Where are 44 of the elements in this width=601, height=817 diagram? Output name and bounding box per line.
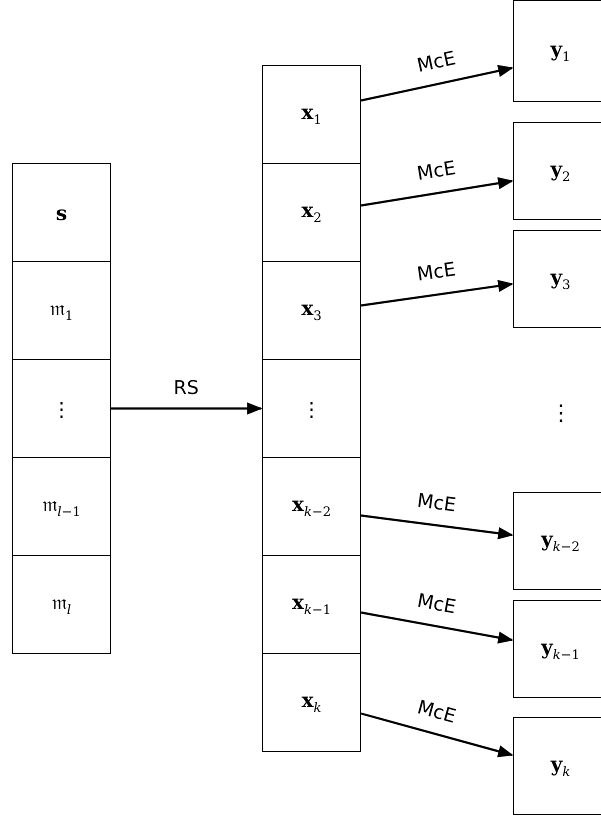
cell-box xyxy=(12,555,111,654)
math-symbol: x$_{𝑘−2}$ xyxy=(292,494,331,519)
math-symbol: x$_{2}$ xyxy=(301,200,322,225)
math-symbol: x$_{1}$ xyxy=(301,102,322,127)
cell-box xyxy=(262,65,361,164)
math-symbol: 𝔪$_{1}$ xyxy=(50,298,74,323)
cell-box xyxy=(262,457,361,556)
cell-box xyxy=(262,555,361,654)
cell-box xyxy=(12,359,111,458)
cell-box xyxy=(513,717,601,815)
arrow xyxy=(360,712,514,758)
math-symbol: y$_{𝑘−2}$ xyxy=(541,528,580,554)
arrow xyxy=(360,64,514,102)
cell-box xyxy=(12,261,111,360)
cell-box xyxy=(513,122,601,220)
math-symbol: y$_{2}$ xyxy=(550,158,570,184)
cell-box xyxy=(513,230,601,328)
arrow xyxy=(111,402,263,415)
cell-box xyxy=(513,0,601,102)
arrow xyxy=(360,280,514,307)
math-symbol: x$_{𝑘−1}$ xyxy=(292,592,331,617)
cell-box xyxy=(262,163,361,262)
cell-box xyxy=(262,653,361,752)
math-symbol: x$_{3}$ xyxy=(301,298,322,323)
math-symbol: x$_{𝑘}$ xyxy=(302,690,322,715)
math-symbol: 𝔪$_{𝑙}$ xyxy=(52,592,72,617)
cell-box xyxy=(513,492,601,590)
cell-box xyxy=(513,600,601,698)
cell-box xyxy=(262,359,361,458)
math-symbol: ⋮ xyxy=(302,398,322,418)
arrow xyxy=(360,611,514,644)
ellipsis-label: ⋮ xyxy=(550,400,572,426)
math-symbol: y$_{𝑘}$ xyxy=(550,754,570,778)
arrow xyxy=(360,177,514,207)
cell-box xyxy=(12,457,111,556)
math-symbol: s xyxy=(56,202,68,222)
math-symbol: y$_{𝑘−1}$ xyxy=(541,636,580,662)
math-symbol: ⋮ xyxy=(52,398,72,418)
arrow xyxy=(360,514,514,540)
cell-box xyxy=(12,163,111,262)
math-symbol: 𝔪$_{𝑙−1}$ xyxy=(42,494,81,519)
math-symbol: y$_{3}$ xyxy=(550,266,570,292)
cell-box xyxy=(262,261,361,360)
math-symbol: y$_{1}$ xyxy=(550,38,570,64)
